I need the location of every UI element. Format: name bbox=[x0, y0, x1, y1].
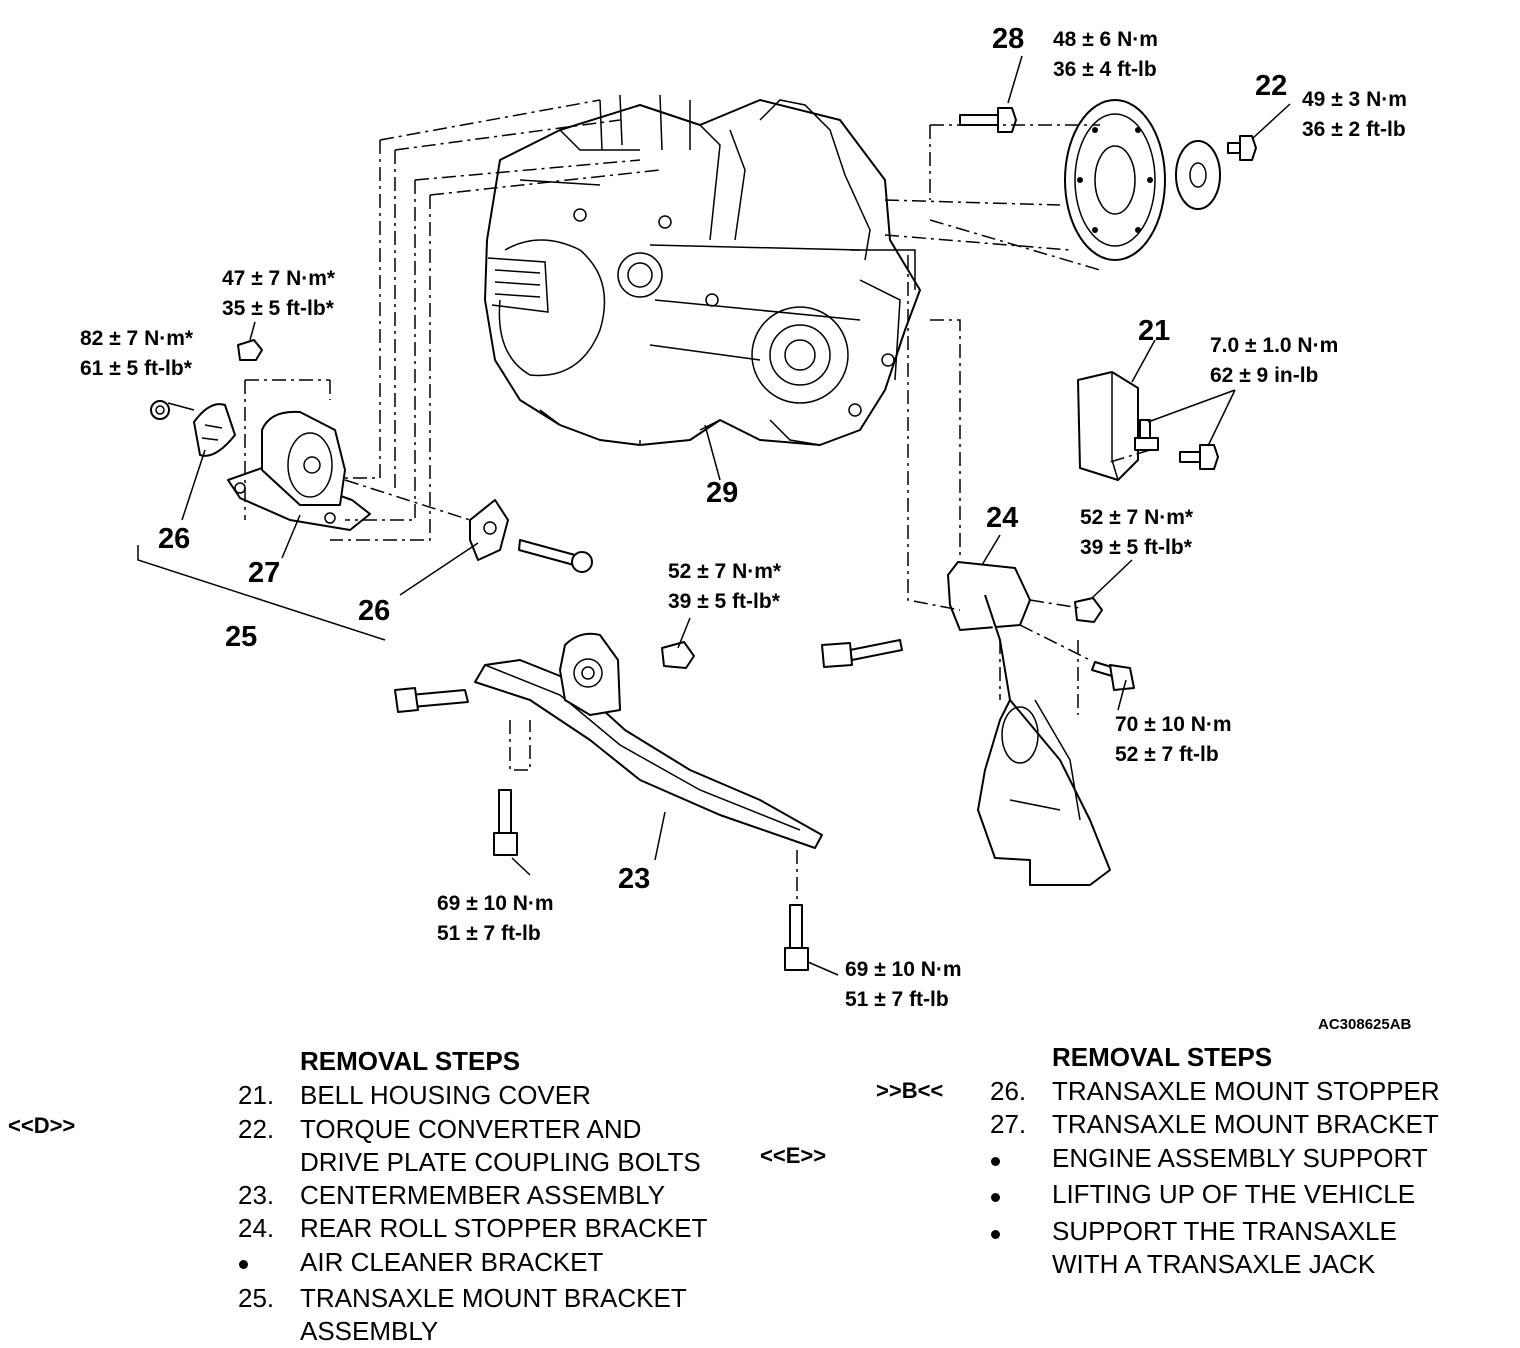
step-text-lifting: LIFTING UP OF THE VEHICLE bbox=[1052, 1179, 1416, 1209]
step-text-24: REAR ROLL STOPPER BRACKET bbox=[300, 1213, 708, 1243]
torque-26-metric: 82 ± 7 N·m* bbox=[80, 327, 194, 350]
bell-housing-cover bbox=[1077, 371, 1139, 481]
torque-27-imperial: 35 ± 5 ft-lb* bbox=[222, 297, 335, 320]
bolt-21b-icon bbox=[1179, 444, 1219, 470]
left-removal-header: REMOVAL STEPS bbox=[300, 1046, 521, 1076]
part-number-labels: 28 22 21 29 24 26 27 26 25 23 bbox=[158, 23, 1287, 895]
part-label-22: 22 bbox=[1255, 70, 1287, 102]
step-text-22-line1: TORQUE CONVERTER AND bbox=[300, 1114, 642, 1144]
part-label-28: 28 bbox=[992, 23, 1024, 55]
torque-24-bolt-imperial: 52 ± 7 ft-lb bbox=[1115, 743, 1219, 766]
nut-24-icon bbox=[1074, 597, 1103, 623]
bolt-23-down-right-icon bbox=[784, 904, 809, 971]
part-label-21: 21 bbox=[1138, 315, 1170, 347]
torque-22-metric: 49 ± 3 N·m bbox=[1302, 88, 1407, 111]
torque-21-metric: 7.0 ± 1.0 N·m bbox=[1210, 334, 1338, 357]
torque-27-metric: 47 ± 7 N·m* bbox=[222, 267, 336, 290]
step-text-25-line1: TRANSAXLE MOUNT BRACKET bbox=[300, 1283, 687, 1313]
lead-mark-b: >>B<< bbox=[876, 1078, 944, 1103]
lead-mark-e: <<E>> bbox=[760, 1143, 827, 1168]
transaxle-mount-bracket bbox=[227, 410, 371, 531]
step-num-21: 21. bbox=[238, 1080, 275, 1110]
torque-labels: 48 ± 6 N·m 36 ± 4 ft-lb 49 ± 3 N·m 36 ± … bbox=[80, 28, 1407, 1011]
step-text-21: BELL HOUSING COVER bbox=[300, 1080, 591, 1110]
step-text-support-line2: WITH A TRANSAXLE JACK bbox=[1052, 1249, 1376, 1279]
step-text-air-cleaner: AIR CLEANER BRACKET bbox=[300, 1247, 604, 1277]
torque-23-left-imperial: 51 ± 7 ft-lb bbox=[437, 922, 541, 945]
torque-23-nut-metric: 52 ± 7 N·m* bbox=[668, 560, 782, 583]
bolt-21a-icon bbox=[1134, 419, 1159, 451]
bolt-23-down-left-icon bbox=[493, 789, 518, 856]
step-text-22-line2: DRIVE PLATE COUPLING BOLTS bbox=[300, 1147, 701, 1177]
part-label-29: 29 bbox=[706, 477, 738, 509]
step-num-27: 27. bbox=[990, 1109, 1027, 1139]
step-num-22: 22. bbox=[238, 1114, 275, 1144]
transaxle-case bbox=[484, 94, 921, 446]
torque-24-nut-metric: 52 ± 7 N·m* bbox=[1080, 506, 1194, 529]
part-label-24: 24 bbox=[986, 502, 1018, 534]
nut-26-icon bbox=[150, 400, 170, 420]
lead-mark-d: <<D>> bbox=[8, 1113, 76, 1138]
torque-24-nut-imperial: 39 ± 5 ft-lb* bbox=[1080, 536, 1193, 559]
right-removal-header: REMOVAL STEPS bbox=[1052, 1042, 1273, 1072]
step-num-25: 25. bbox=[238, 1283, 275, 1313]
bolt-24-left-icon bbox=[821, 639, 903, 668]
bolt-26-icon bbox=[518, 539, 593, 573]
bolt-28-icon bbox=[959, 107, 1017, 133]
leader-lines bbox=[137, 55, 1291, 976]
torque-21-imperial: 62 ± 9 in-lb bbox=[1210, 364, 1318, 387]
exploded-parts-diagram: 28 22 21 29 24 26 27 26 25 23 48 ± 6 N·m… bbox=[80, 23, 1412, 1033]
bullet-engine-support bbox=[991, 1157, 1000, 1166]
step-num-24: 24. bbox=[238, 1213, 275, 1243]
torque-26-imperial: 61 ± 5 ft-lb* bbox=[80, 357, 193, 380]
torque-23-right-metric: 69 ± 10 N·m bbox=[845, 958, 962, 981]
torque-22-imperial: 36 ± 2 ft-lb bbox=[1302, 118, 1406, 141]
torque-23-right-imperial: 51 ± 7 ft-lb bbox=[845, 988, 949, 1011]
alignment-lines bbox=[244, 99, 1151, 905]
centermember-assembly bbox=[474, 632, 823, 849]
part-label-25: 25 bbox=[225, 621, 257, 653]
bullet-air-cleaner bbox=[239, 1260, 248, 1269]
transaxle-mount-stopper-right bbox=[469, 499, 509, 561]
step-num-23: 23. bbox=[238, 1180, 275, 1210]
bolt-23-left-icon bbox=[394, 687, 469, 713]
step-text-26: TRANSAXLE MOUNT STOPPER bbox=[1052, 1076, 1440, 1106]
torque-23-left-metric: 69 ± 10 N·m bbox=[437, 892, 554, 915]
part-label-26-right: 26 bbox=[358, 595, 390, 627]
step-text-27: TRANSAXLE MOUNT BRACKET bbox=[1052, 1109, 1439, 1139]
part-label-23: 23 bbox=[618, 863, 650, 895]
part-label-26-left: 26 bbox=[158, 523, 190, 555]
part-label-27: 27 bbox=[248, 557, 280, 589]
torque-24-bolt-metric: 70 ± 10 N·m bbox=[1115, 713, 1232, 736]
bolt-24-right-icon bbox=[1091, 661, 1135, 691]
bolt-22-icon bbox=[1227, 135, 1257, 161]
rear-roll-stopper-bracket bbox=[947, 561, 1111, 886]
torque-28-imperial: 36 ± 4 ft-lb bbox=[1053, 58, 1157, 81]
torque-28-metric: 48 ± 6 N·m bbox=[1053, 28, 1158, 51]
drive-plate bbox=[1064, 99, 1166, 261]
step-text-23: CENTERMEMBER ASSEMBLY bbox=[300, 1180, 666, 1210]
step-text-25-line2: ASSEMBLY bbox=[300, 1316, 439, 1346]
step-text-support-line1: SUPPORT THE TRANSAXLE bbox=[1052, 1216, 1397, 1246]
nut-25-icon bbox=[237, 339, 263, 361]
step-text-engine-support: ENGINE ASSEMBLY SUPPORT bbox=[1052, 1143, 1428, 1173]
figure-code: AC308625AB bbox=[1318, 1016, 1412, 1033]
bullet-support-transaxle bbox=[991, 1230, 1000, 1239]
adapter-plate bbox=[1175, 140, 1221, 210]
transaxle-mount-stopper-left bbox=[193, 403, 236, 457]
torque-23-nut-imperial: 39 ± 5 ft-lb* bbox=[668, 590, 781, 613]
step-num-26: 26. bbox=[990, 1076, 1027, 1106]
bullet-lifting bbox=[991, 1193, 1000, 1202]
nut-23-icon bbox=[661, 641, 695, 669]
